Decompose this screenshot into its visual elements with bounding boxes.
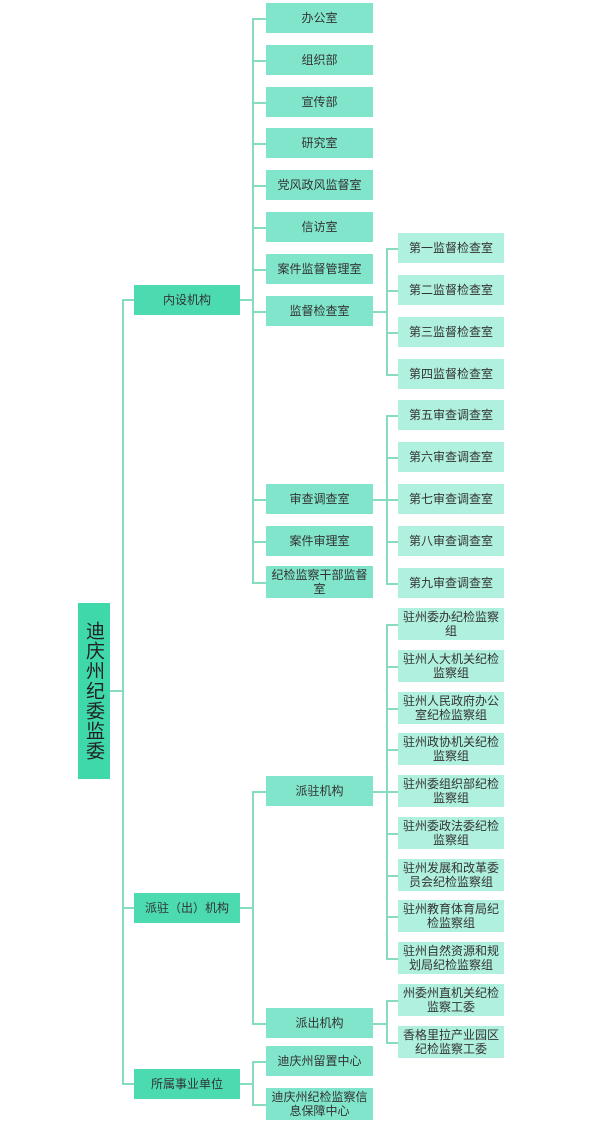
connector-line [386,958,398,960]
sub-office-node[interactable]: 驻州政协机关纪检监察组 [398,733,504,765]
connector-line [386,332,398,334]
connector-line [252,1104,266,1106]
connector-line [252,791,266,793]
department-node[interactable]: 组织部 [266,45,373,75]
connector-line [386,248,388,376]
connector-line [252,582,266,584]
connector-line [122,1083,134,1085]
connector-line [386,833,398,835]
sub-office-node[interactable]: 驻州人民政府办公室纪检监察组 [398,692,504,724]
connector-line [252,18,254,582]
sub-office-node[interactable]: 州委州直机关纪检监察工委 [398,984,504,1016]
connector-line [386,791,398,793]
connector-line [252,1061,266,1063]
connector-line [240,299,252,301]
sub-office-node[interactable]: 第九审查调查室 [398,568,504,598]
sub-office-node[interactable]: 驻州发展和改革委员会纪检监察组 [398,859,504,891]
sub-office-node[interactable]: 驻州委政法委纪检监察组 [398,817,504,849]
department-node[interactable]: 研究室 [266,128,373,158]
department-node[interactable]: 办公室 [266,3,373,33]
sub-office-node[interactable]: 第三监督检查室 [398,317,504,347]
connector-line [122,907,134,909]
department-node[interactable]: 宣传部 [266,87,373,117]
sub-office-node[interactable]: 香格里拉产业园区纪检监察工委 [398,1026,504,1058]
department-node[interactable]: 党风政风监督室 [266,170,373,200]
connector-line [252,311,266,313]
branch-node[interactable]: 所属事业单位 [134,1069,240,1099]
connector-line [386,415,398,417]
connector-line [386,583,398,585]
department-node[interactable]: 派出机构 [266,1008,373,1038]
connector-line [386,916,398,918]
connector-line [122,299,124,1085]
connector-line [252,143,266,145]
sub-office-node[interactable]: 驻州委组织部纪检监察组 [398,775,504,807]
connector-line [386,875,398,877]
connector-line [386,457,398,459]
sub-office-node[interactable]: 第七审查调查室 [398,484,504,514]
sub-office-node[interactable]: 驻州教育体育局纪检监察组 [398,900,504,932]
sub-office-node[interactable]: 第四监督检查室 [398,359,504,389]
connector-line [252,60,266,62]
connector-line [386,1000,398,1002]
branch-node[interactable]: 内设机构 [134,285,240,315]
connector-line [122,299,134,301]
connector-line [252,541,266,543]
connector-line [240,907,252,909]
department-node[interactable]: 监督检查室 [266,296,373,326]
connector-line [252,185,266,187]
department-node[interactable]: 纪检监察干部监督室 [266,566,373,598]
connector-line [252,791,254,1024]
connector-line [386,624,398,626]
department-node[interactable]: 派驻机构 [266,776,373,806]
connector-line [386,1000,388,1044]
department-node[interactable]: 审查调查室 [266,484,373,514]
connector-line [386,374,398,376]
connector-line [240,1083,252,1085]
sub-office-node[interactable]: 驻州委办纪检监察组 [398,608,504,640]
connector-line [386,290,398,292]
connector-line [373,499,386,501]
sub-office-node[interactable]: 第六审查调查室 [398,442,504,472]
connector-line [252,102,266,104]
connector-line [252,227,266,229]
department-node[interactable]: 迪庆州纪检监察信息保障中心 [266,1088,373,1120]
connector-line [373,311,386,313]
department-node[interactable]: 信访室 [266,212,373,242]
sub-office-node[interactable]: 第八审查调查室 [398,526,504,556]
connector-line [252,18,266,20]
connector-line [386,541,398,543]
connector-line [386,1042,398,1044]
department-node[interactable]: 迪庆州留置中心 [266,1046,373,1076]
connector-line [252,1061,254,1104]
connector-line [386,666,398,668]
sub-office-node[interactable]: 驻州自然资源和规划局纪检监察组 [398,942,504,974]
sub-office-node[interactable]: 驻州人大机关纪检监察组 [398,650,504,682]
department-node[interactable]: 案件监督管理室 [266,254,373,284]
connector-line [373,791,386,793]
connector-line [252,269,266,271]
connector-line [386,708,398,710]
connector-line [252,499,266,501]
connector-line [386,749,398,751]
connector-line [110,690,122,692]
sub-office-node[interactable]: 第五审查调查室 [398,400,504,430]
sub-office-node[interactable]: 第一监督检查室 [398,233,504,263]
sub-office-node[interactable]: 第二监督检查室 [398,275,504,305]
connector-line [373,1023,386,1025]
connector-line [386,499,398,501]
connector-line [386,248,398,250]
department-node[interactable]: 案件审理室 [266,526,373,556]
root-node[interactable]: 迪庆州纪委监委 [78,603,110,779]
connector-line [252,1023,266,1025]
branch-node[interactable]: 派驻（出）机构 [134,893,240,923]
